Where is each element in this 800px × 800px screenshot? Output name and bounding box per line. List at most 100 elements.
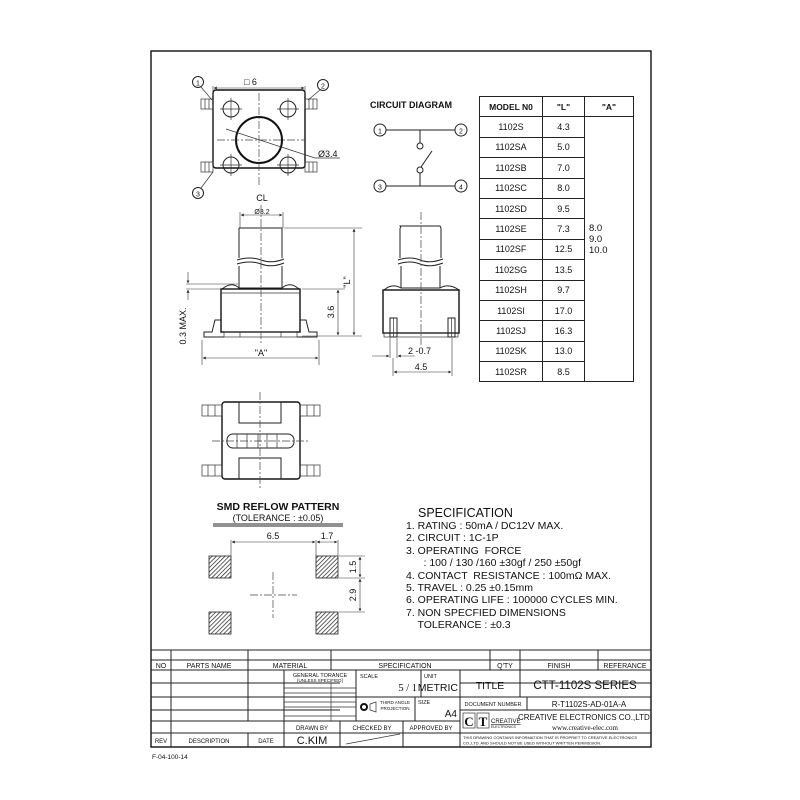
company-logo-word: CREATIVE [491, 719, 521, 725]
l-cell: 12.5 [542, 238, 585, 261]
width-a-dim-label: "A" [255, 348, 267, 358]
third-angle-projection-icon [360, 703, 368, 711]
actuator-diameter-label: Ø3.4 [318, 149, 338, 159]
general-tolerance-label: GENERAL TORANCE [293, 673, 348, 679]
spec-line-circuit: 2. CIRCUIT : 1C-1P [406, 532, 499, 545]
stem-diameter-label: Ø3.2 [254, 209, 269, 216]
proprietary-notice-line1: THIS DRAWING CONTAINS INFORMATION THAT I… [463, 735, 637, 740]
circuit-terminal-3: 3 [378, 185, 382, 192]
spec-line-travel: 5. TRAVEL : 0.25 ±0.15mm [406, 582, 533, 595]
col-parts-name-header: PARTS NAME [187, 663, 232, 670]
unit-label: UNIT [424, 674, 437, 680]
spec-line-force-values: : 100 / 130 /160 ±30gf / 250 ±50gf [406, 557, 581, 570]
l-cell: 8.5 [542, 361, 585, 383]
l-cell: 7.3 [542, 218, 585, 240]
pin-1-callout: 1 [196, 81, 200, 88]
reflow-pattern-title: SMD REFLOW PATTERN [217, 501, 340, 513]
circuit-terminal-4: 4 [459, 185, 463, 192]
spec-line-rating: 1. RATING : 50mA / DC12V MAX. [406, 520, 564, 532]
circuit-terminal-1: 1 [378, 129, 382, 136]
l-cell: 17.0 [542, 299, 585, 322]
title-label: TITLE [476, 680, 505, 692]
circuit-diagram: CIRCUIT DIAGRAM 1 2 3 4 [370, 100, 468, 193]
col-material-header: MATERIAL [273, 663, 308, 670]
company-logo-t [476, 712, 490, 729]
company-logo-letter-c: C [464, 714, 473, 729]
rev-label: REV [155, 739, 167, 745]
model-cell: 1102SH [479, 279, 543, 301]
model-cell: 1102SG [479, 259, 543, 281]
description-label: DESCRIPTION [188, 739, 229, 745]
model-col-header: MODEL N0 [479, 95, 543, 118]
spec-line-contact-resistance: 4. CONTACT RESISTANCE : 100mΩ MAX. [406, 569, 612, 582]
l-col-header: "L" [542, 95, 585, 118]
body-size-label: □ 6 [244, 77, 257, 87]
model-cell: 1102SF [479, 238, 543, 261]
a-value: 9.0 [589, 234, 603, 246]
bottom-view [201, 392, 321, 490]
centerline-label: CL [256, 193, 268, 203]
l-cell: 9.7 [542, 279, 585, 301]
drawn-by-value: C.KIM [297, 735, 328, 747]
size-value: A4 [445, 709, 458, 720]
approved-by-label: APPROVED BY [409, 726, 452, 732]
gap-max-label: 0.3 MAX. [178, 307, 188, 344]
height-dim-label: 3.6 [326, 306, 336, 319]
company-logo-sub: ELECTRONICS [491, 725, 517, 729]
length-dim-label: "L" [342, 276, 352, 287]
drawn-by-label: DRAWN BY [296, 726, 328, 732]
model-cell: 1102SA [479, 136, 543, 159]
model-cell: 1102SC [479, 177, 543, 199]
reflow-pad-width-dim: 1.7 [321, 531, 334, 541]
document-number-value: R-T1102S-AD-01A-A [552, 700, 627, 709]
document-number-label: DOCUMENT NUMBER [464, 702, 521, 708]
specification-title: SPECIFICATION [418, 506, 513, 520]
l-cell: 5.0 [542, 136, 585, 159]
circuit-diagram-title: CIRCUIT DIAGRAM [370, 100, 452, 110]
model-cell: 1102S [479, 116, 543, 138]
spec-line-operating-life: 6. OPERATING LIFE : 100000 CYCLES MIN. [406, 594, 618, 607]
pin-width-dim-label: 2 -0.7 [408, 346, 431, 356]
title-block: NO PARTS NAME MATERIAL SPECIFICATION Q'T… [151, 649, 652, 747]
l-cell: 8.0 [542, 177, 585, 199]
sheet-border [150, 50, 652, 748]
unit-value: METRIC [418, 682, 459, 694]
company-logo-letter-t: T [479, 714, 488, 729]
spec-line-non-specified: 7. NON SPECFIED DIMENSIONS [406, 606, 566, 619]
specification-block: SPECIFICATION 1. RATING : 50mA / DC12V M… [406, 506, 656, 632]
model-cell: 1102SE [479, 218, 543, 240]
scale-value: 5 / 1 [398, 683, 417, 694]
circuit-terminal-2: 2 [459, 129, 463, 136]
reflow-pad-height-dim: 1.5 [348, 561, 358, 574]
l-cell: 9.5 [542, 197, 585, 220]
projection-label-line2: PROJECTION [380, 706, 409, 711]
top-view: Ø3.4 □ 6 1 2 3 [192, 76, 340, 199]
l-cell: 13.5 [542, 259, 585, 281]
reflow-pattern-tolerance: (TOLERANCE : ±0.05) [233, 513, 324, 523]
col-no-header: NO [156, 663, 167, 670]
unless-specified-label: [UNLESS SPECIFIED] [297, 678, 343, 683]
reflow-span-dim: 6.5 [267, 531, 280, 541]
model-cell: 1102SI [479, 299, 543, 322]
model-cell: 1102SJ [479, 320, 543, 342]
col-finish-header: FINISH [548, 663, 571, 670]
spec-line-operating-force: 3. OPERATING FORCE [406, 544, 522, 557]
a-col-header: "A" [584, 95, 634, 118]
col-reference-header: REFERANCE [603, 663, 647, 670]
spec-line-tolerance: TOLERANCE : ±0.3 [406, 619, 511, 632]
projection-label-line1: THIRD ANGLE [380, 700, 410, 705]
scale-label: SCALE [360, 674, 378, 680]
company-url: www.creative-elec.com [552, 724, 619, 732]
company-name: CREATIVE ELECTRONICS CO.,LTD. [518, 713, 652, 722]
date-label: DATE [258, 739, 274, 745]
table-row: 1102S 4.3 8.0 9.0 10.0 [479, 116, 634, 383]
side-view: CL Ø3.2 "L" 3.6 0.3 MAX. [178, 193, 362, 365]
col-specification-header: SPECIFICATION [378, 663, 431, 670]
a-value: 8.0 [589, 223, 603, 235]
